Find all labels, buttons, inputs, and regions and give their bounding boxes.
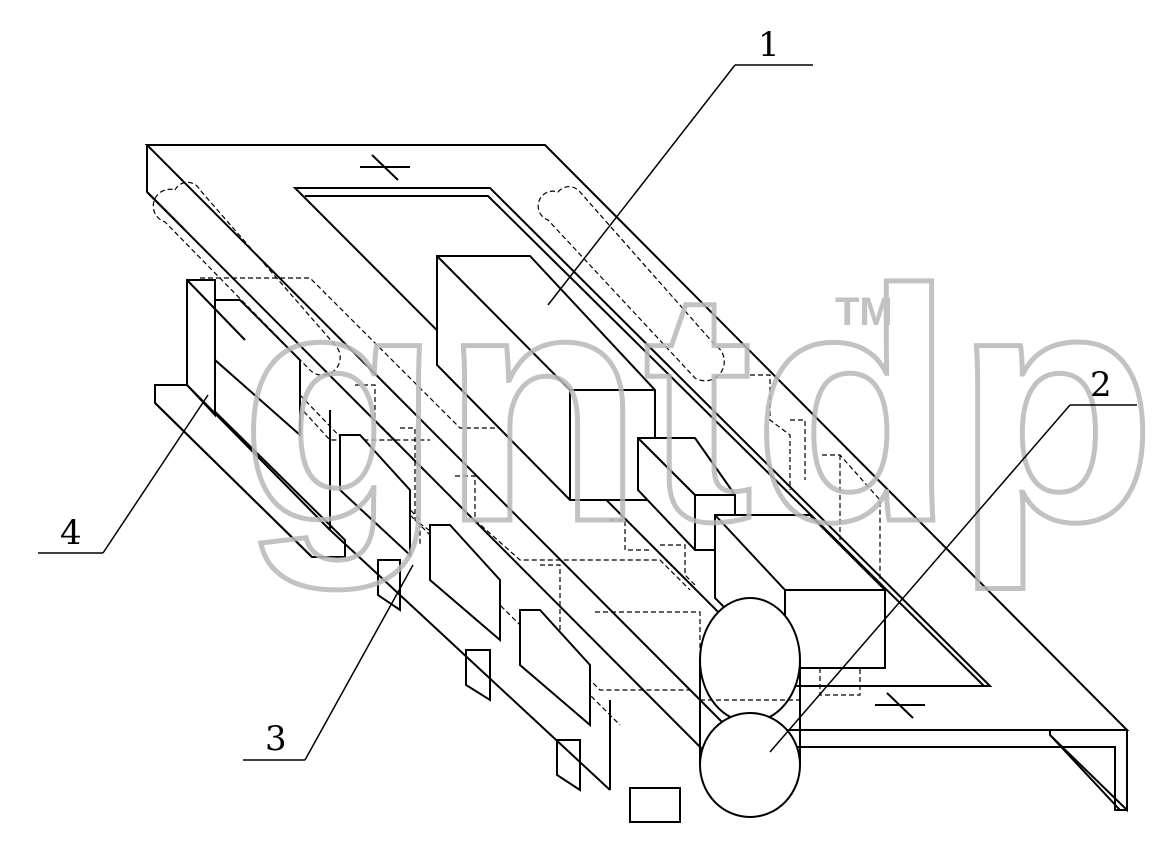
callouts: 1 2 3 4 bbox=[38, 25, 1137, 761]
label-part-3: 3 bbox=[265, 719, 287, 759]
watermark-trademark: TM bbox=[835, 290, 893, 334]
label-part-4: 4 bbox=[60, 513, 82, 553]
label-part-2: 2 bbox=[1090, 365, 1112, 405]
watermark: gntdp TM bbox=[238, 219, 1159, 595]
component-4 bbox=[154, 279, 346, 558]
component-3 bbox=[329, 434, 681, 823]
component-2 bbox=[699, 597, 801, 818]
label-part-1: 1 bbox=[758, 25, 780, 65]
watermark-text: gntdp bbox=[240, 221, 1156, 592]
